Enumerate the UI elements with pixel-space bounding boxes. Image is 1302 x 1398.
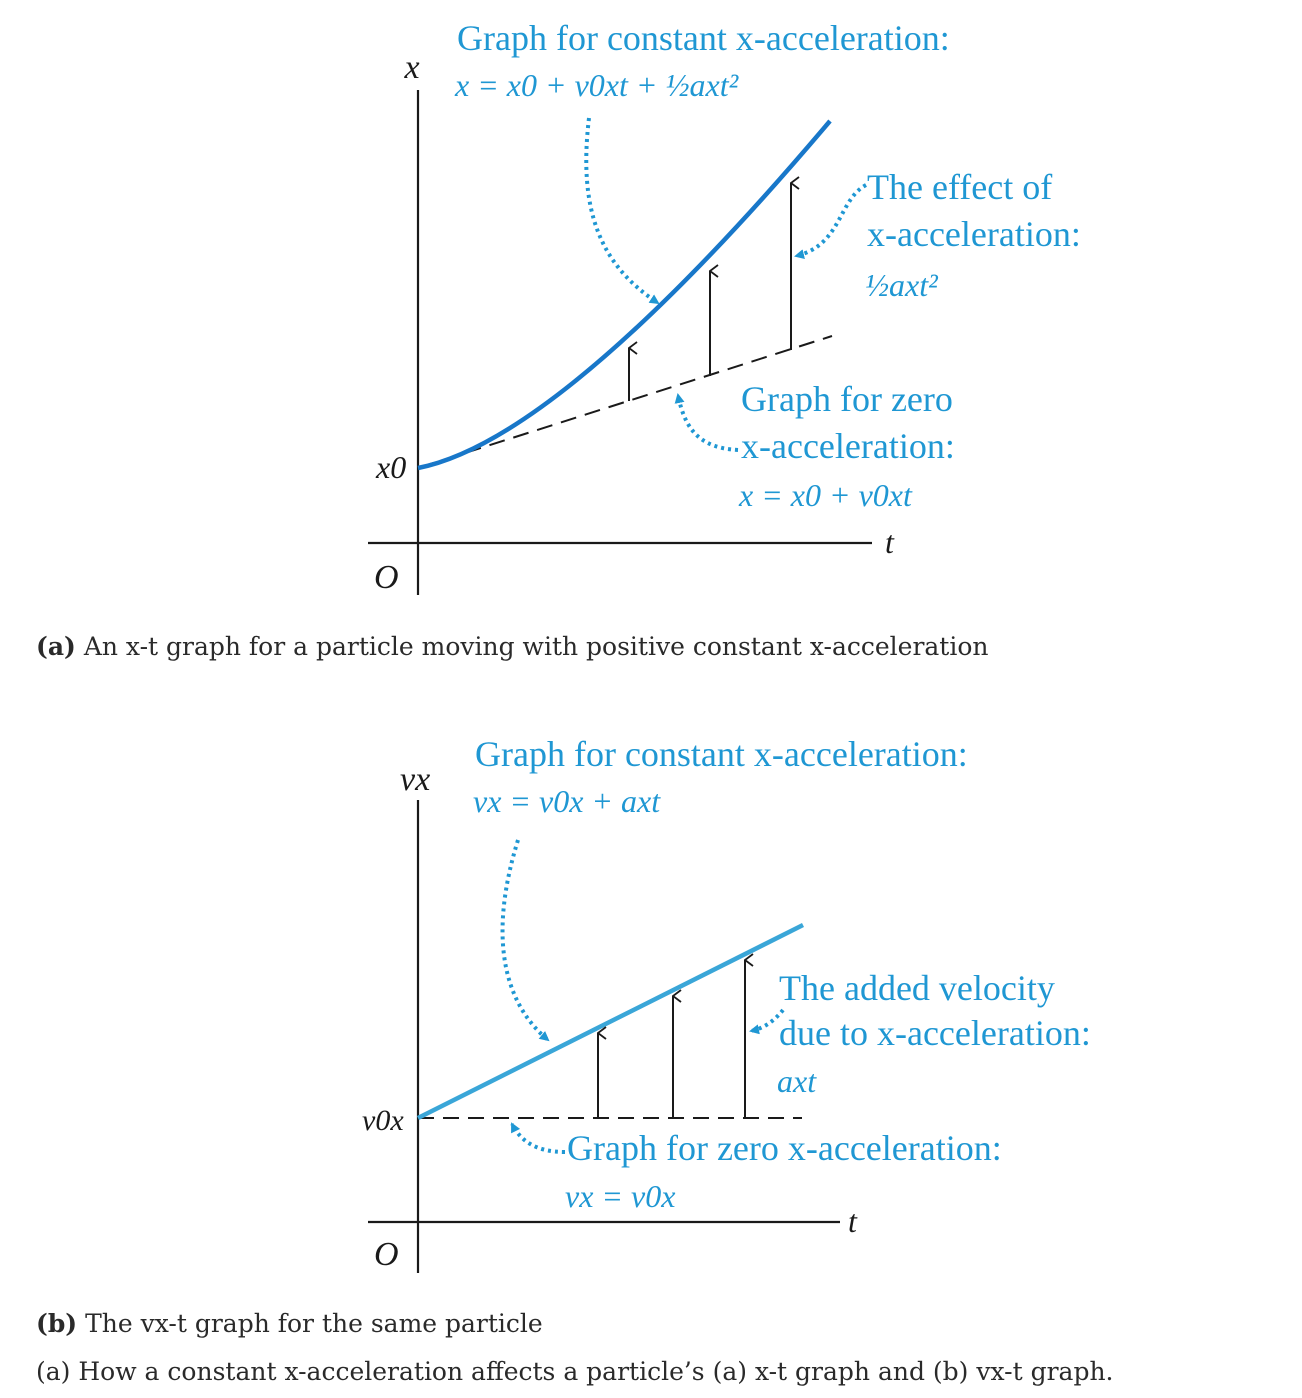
panel-a-origin-label: O (374, 559, 399, 596)
panel-a-zero-acceleration-line (417, 335, 833, 469)
panel-b-added-line-3: axt (777, 1063, 817, 1099)
panel-a-zero-line-3: x = x0 + v0xt (738, 477, 913, 513)
panel-b-caption-text: The vx-t graph for the same particle (85, 1309, 543, 1338)
panel-a-effect-line-2: x-acceleration: (867, 214, 1081, 254)
panel-a-caption-text: An x-t graph for a particle moving with … (83, 632, 989, 661)
panel-b-zero-pointer-arrow (510, 1122, 566, 1154)
panel-b-added-pointer-arrow (749, 1008, 785, 1035)
panel-a-effect-line-3: ½axt² (865, 267, 939, 303)
panel-b-caption: (b) The vx-t graph for the same particle (36, 1309, 543, 1338)
panel-a-curve-title: Graph for constant x-acceleration: (457, 18, 950, 58)
panel-a-curve-pointer-arrow (584, 117, 660, 305)
panel-b-graph: vx t O v0x Graph for constant x-accelera… (362, 734, 1091, 1273)
panel-a-curve-equation: x = x0 + v0xt + ½axt² (454, 67, 740, 103)
panel-a-zero-line-2: x-acceleration: (741, 426, 955, 466)
panel-b-x-axis-label: t (848, 1203, 858, 1239)
panel-a-graph: x t O x0 Graph for constant x-accelerati… (368, 18, 1081, 596)
panel-b-line-pointer-arrow (500, 839, 550, 1042)
panel-b-intercept-label: v0x (362, 1104, 404, 1137)
panel-b-y-axis-label: vx (400, 761, 430, 798)
panel-a-effect-line-1: The effect of (867, 167, 1052, 207)
panel-b-zero-line-1: Graph for zero x-acceleration: (567, 1128, 1002, 1168)
panel-a-y-axis-label: x (403, 49, 419, 86)
panel-a-effect-pointer-arrow (794, 183, 868, 259)
panel-a-zero-pointer-arrow (674, 393, 739, 452)
figure-caption: (a) How a constant x-acceleration affect… (36, 1357, 1114, 1386)
panel-b-added-line-1: The added velocity (779, 968, 1055, 1008)
panel-b-origin-label: O (374, 1236, 399, 1273)
panel-a-intercept-label: x0 (375, 449, 406, 485)
panel-b-caption-tag: (b) (36, 1309, 78, 1338)
panel-a-position-curve (417, 119, 832, 471)
panel-b-zero-line-2: vx = v0x (565, 1178, 675, 1214)
panel-b-velocity-line (416, 922, 805, 1121)
panel-b-added-line-2: due to x-acceleration: (779, 1013, 1091, 1053)
panel-a-caption: (a) An x-t graph for a particle moving w… (36, 632, 989, 661)
panel-a-zero-line-1: Graph for zero (741, 379, 953, 419)
panel-a-caption-tag: (a) (36, 632, 76, 661)
panel-b-line-equation: vx = v0x + axt (473, 783, 661, 819)
panel-b-line-title: Graph for constant x-acceleration: (475, 734, 968, 774)
panel-a-x-axis-label: t (885, 524, 895, 560)
